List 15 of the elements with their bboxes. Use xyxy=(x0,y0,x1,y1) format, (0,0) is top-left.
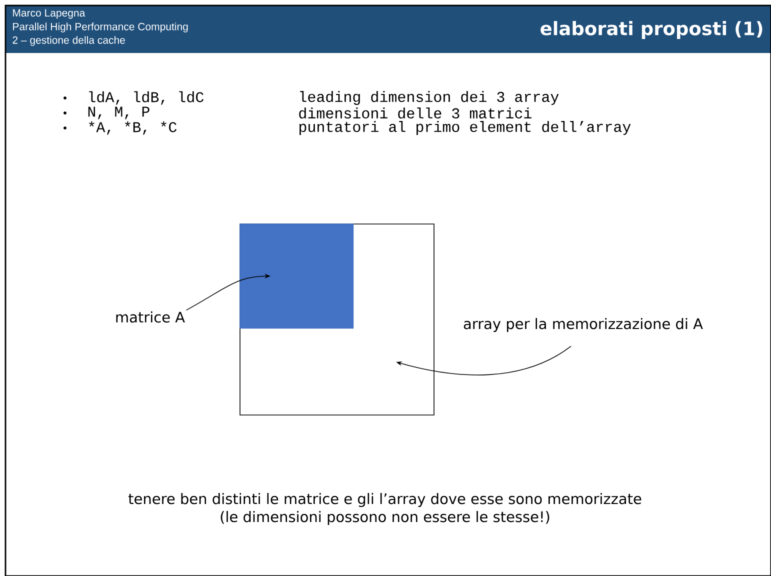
description-text: puntatori al primo element dell’array xyxy=(300,121,631,135)
header-text: 2 – gestione della cache xyxy=(12,36,125,46)
description-text: leading dimension dei 3 array xyxy=(300,91,559,105)
code-text: N, M, P xyxy=(88,106,150,120)
text-label: array per la memorizzazione di A xyxy=(464,318,703,332)
code-text: *A, *B, *C xyxy=(89,121,177,135)
header-text: Parallel High Performance Computing xyxy=(13,22,188,32)
note-text: tenere ben distinti le matrice e gli l’array dove esse sono memorizzate xyxy=(128,492,642,508)
slide-title: elaborati proposti (1) xyxy=(540,21,762,39)
matrix-block xyxy=(240,224,354,329)
description-text: dimensioni delle 3 matrici xyxy=(299,107,532,119)
code-text: ldA, ldB, ldC xyxy=(89,91,204,105)
header-text: Marco Lapegna xyxy=(13,9,86,19)
text-label: matrice A xyxy=(116,311,185,323)
note-text: (le dimensioni possono non essere le stesse!) xyxy=(220,510,550,526)
